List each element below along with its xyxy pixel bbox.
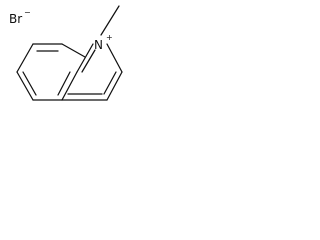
right-ring-inner-bond-left (81, 49, 96, 73)
bond-c7-c6 (16, 43, 34, 73)
left-ring-inner-bond-left (22, 71, 37, 96)
nitrogen-charge: + (106, 33, 113, 42)
bond-c4a-c8a (61, 71, 78, 101)
bond-c8a-n1 (76, 43, 94, 73)
nitrogen-symbol: N (94, 38, 103, 52)
structure-canvas: Br − N + (0, 0, 146, 134)
right-ring-inner-bond-right (103, 71, 117, 95)
left-ring-inner-bond-right (57, 71, 71, 96)
bond-c6-c5 (16, 71, 34, 101)
bond-c8a-c8 (61, 43, 86, 58)
bond-n1-c2 (106, 43, 123, 73)
methyl-bond (100, 5, 120, 36)
bond-c2-c3 (106, 71, 123, 101)
chemical-structure-diagram: Br − N + (9, 5, 123, 101)
bromide-charge: − (24, 8, 31, 17)
bromide-symbol: Br (9, 12, 22, 26)
